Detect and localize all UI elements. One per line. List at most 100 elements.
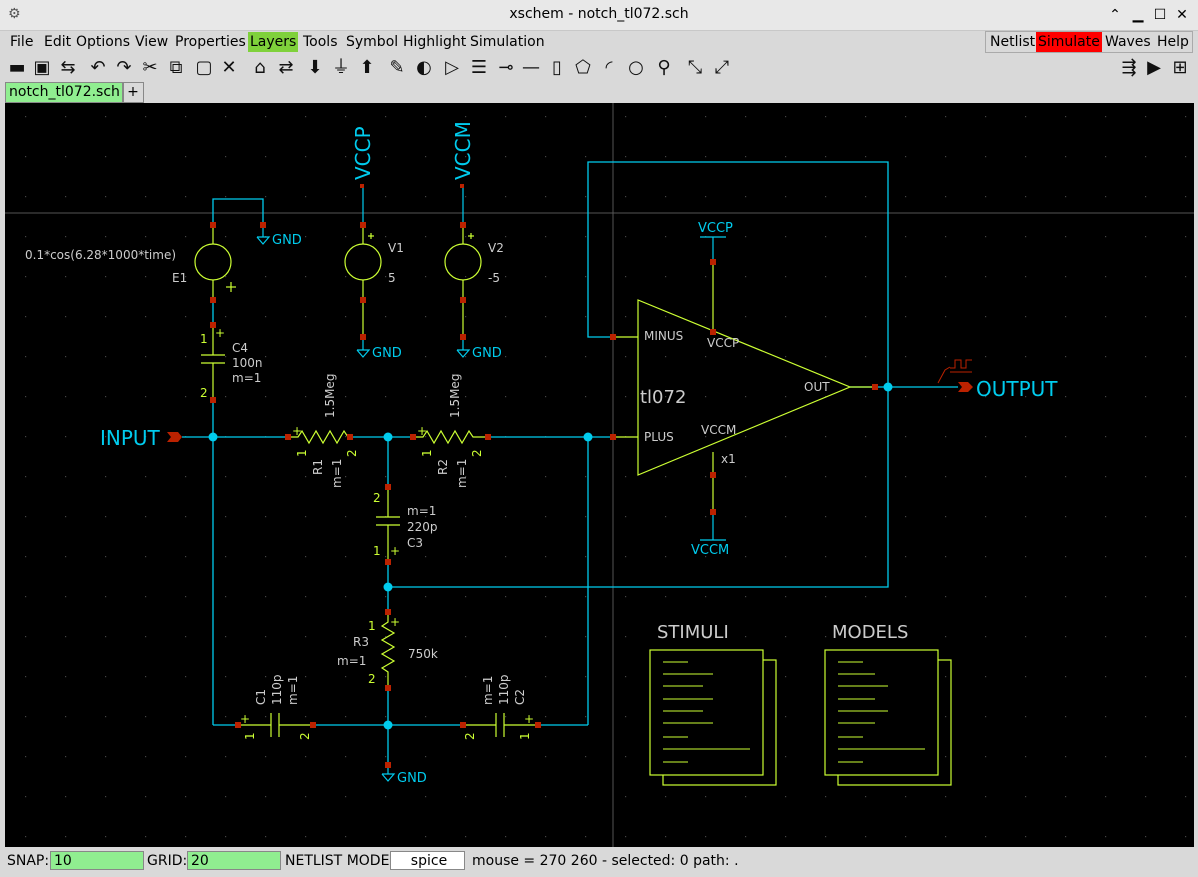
status-info: mouse = 270 260 - selected: 0 path: . [472,853,739,869]
c4-name: C4 [232,341,248,355]
c4-value: 100n [232,356,263,370]
grid-input[interactable]: 20 [187,851,281,870]
toolbar: ▬ ▣ ⇆ ↶ ↷ ✂ ⧉ ▢ ✕ ⌂ ⇄ ⬇ ⏚ ⬆ ✎ ◐ ▷ ☰ ⊸ — … [0,55,1198,81]
c3-value: 220p [407,520,438,534]
schematic-canvas[interactable]: GND GND GND GND VCCP VCCM INPUT OUTPUT V… [5,103,1194,847]
paste-icon[interactable]: ▢ [195,57,213,78]
menu-highlight[interactable]: Highlight [403,34,467,50]
r1-value: 1.5Meg [323,374,337,418]
action-box [985,31,1193,53]
opamp-out: OUT [804,380,830,394]
maximize-icon[interactable]: ☐ [1153,7,1167,23]
save-icon[interactable]: ▣ [33,57,51,78]
undo-icon[interactable]: ↶ [90,57,106,78]
menu-tools[interactable]: Tools [303,34,338,50]
opamp-name: tl072 [640,387,686,408]
zoom-icon[interactable]: ⚲ [657,57,671,78]
r2-value: 1.5Meg [448,374,462,418]
insert-symbol-icon[interactable]: ⏚ [332,57,350,78]
vccp-amp-label: VCCP [698,221,733,236]
menu-simulation[interactable]: Simulation [470,34,545,50]
circle-icon[interactable]: ○ [628,57,644,78]
menu-file[interactable]: File [10,34,34,50]
c1-m: m=1 [286,676,300,705]
redo-icon[interactable]: ↷ [116,57,132,78]
reload-icon[interactable]: ⇆ [60,57,76,78]
c4-pin2: 2 [200,386,208,400]
c1-name: C1 [254,689,268,705]
netlist-icon[interactable]: ⇶ [1121,57,1137,78]
netlist-mode-label: NETLIST MODE: [285,853,395,869]
gnd-label-bottom: GND [397,771,427,786]
c3-pin1: 1 [373,544,381,558]
zoom-in-icon[interactable]: ⤡ [687,57,703,78]
ascend-icon[interactable]: ⬆ [359,57,375,78]
title-bar: ⚙ xschem - notch_tl072.sch ⌃ ▁ ☐ ✕ [0,0,1198,31]
probe-icon [950,359,972,369]
polygon-icon[interactable]: ⬠ [575,57,591,78]
open-icon[interactable]: ▬ [8,57,26,78]
c3-pin2: 2 [373,491,381,505]
pin-icon[interactable]: ⊸ [498,57,514,78]
menu-edit[interactable]: Edit [44,34,72,50]
opamp-vccp: VCCP [707,336,739,350]
c1-pin2: 2 [298,732,312,740]
arc-icon[interactable]: ◜ [605,57,613,78]
input-label: INPUT [100,426,161,450]
zoom-out-icon[interactable]: ⤢ [714,57,730,78]
descend-icon[interactable]: ⬇ [307,57,323,78]
e1-name: E1 [172,271,187,285]
opamp-vccm: VCCM [701,423,736,437]
menu-layers[interactable]: Layers [248,32,299,52]
help-button[interactable]: Help [1157,34,1189,50]
menu-symbol[interactable]: Symbol [346,34,399,50]
netlist-button[interactable]: Netlist [990,34,1036,50]
r3-plus: + [390,615,400,629]
r3-value: 750k [408,647,438,661]
c3-plus: + [390,544,400,558]
symbol-icon[interactable]: ▷ [445,57,459,78]
r1-name: R1 [311,459,325,475]
simulate-icon[interactable]: ▶ [1147,57,1161,78]
input-pin-icon [167,432,182,442]
draw-wire-icon[interactable]: ✎ [389,57,405,78]
c2-pin2: 2 [463,732,477,740]
tab-notch-tl072[interactable]: notch_tl072.sch [5,82,124,103]
waves-button[interactable]: Waves [1105,34,1151,50]
junctions [208,382,893,730]
push-icon[interactable]: ⌂ [254,57,266,78]
new-tab-button[interactable]: + [122,82,144,103]
c2-m: m=1 [481,676,495,705]
r3-m: m=1 [337,654,366,668]
c1-value: 110p [270,674,284,705]
snap-input[interactable]: 10 [50,851,144,870]
e1-expression: 0.1*cos(6.28*1000*time) [25,248,176,262]
menu-properties[interactable]: Properties [175,34,246,50]
c4-plus: + [215,326,225,340]
c2-plus: + [524,712,534,726]
c4-pin1: 1 [200,332,208,346]
close-icon[interactable]: ✕ [1176,7,1188,23]
opamp-plus: PLUS [644,430,674,444]
r3-pin2: 2 [368,672,376,686]
r2-m: m=1 [455,459,469,488]
menu-options[interactable]: Options [76,34,131,50]
waves-icon[interactable]: ⊞ [1172,57,1188,78]
gnd-label-v1: GND [372,346,402,361]
c2-pin1: 1 [518,732,532,740]
swap-icon[interactable]: ⇄ [278,57,294,78]
rect-icon[interactable]: ▯ [552,57,562,78]
copy-icon[interactable]: ⧉ [169,57,183,78]
line-icon[interactable]: — [522,57,540,78]
simulate-button[interactable]: Simulate [1036,32,1102,52]
tab-bar: notch_tl072.sch + [0,81,1198,103]
delete-icon[interactable]: ✕ [221,57,237,78]
text-icon[interactable]: ☰ [470,57,488,78]
toggle-light-icon[interactable]: ◐ [416,57,432,78]
shade-icon[interactable]: ⌃ [1109,7,1121,23]
menu-bar: File Edit Options View Properties Layers… [4,31,1194,53]
minimize-icon[interactable]: ▁ [1132,7,1144,23]
netlist-mode-field[interactable]: spice [390,851,465,870]
cut-icon[interactable]: ✂ [142,57,158,78]
menu-view[interactable]: View [135,34,169,50]
